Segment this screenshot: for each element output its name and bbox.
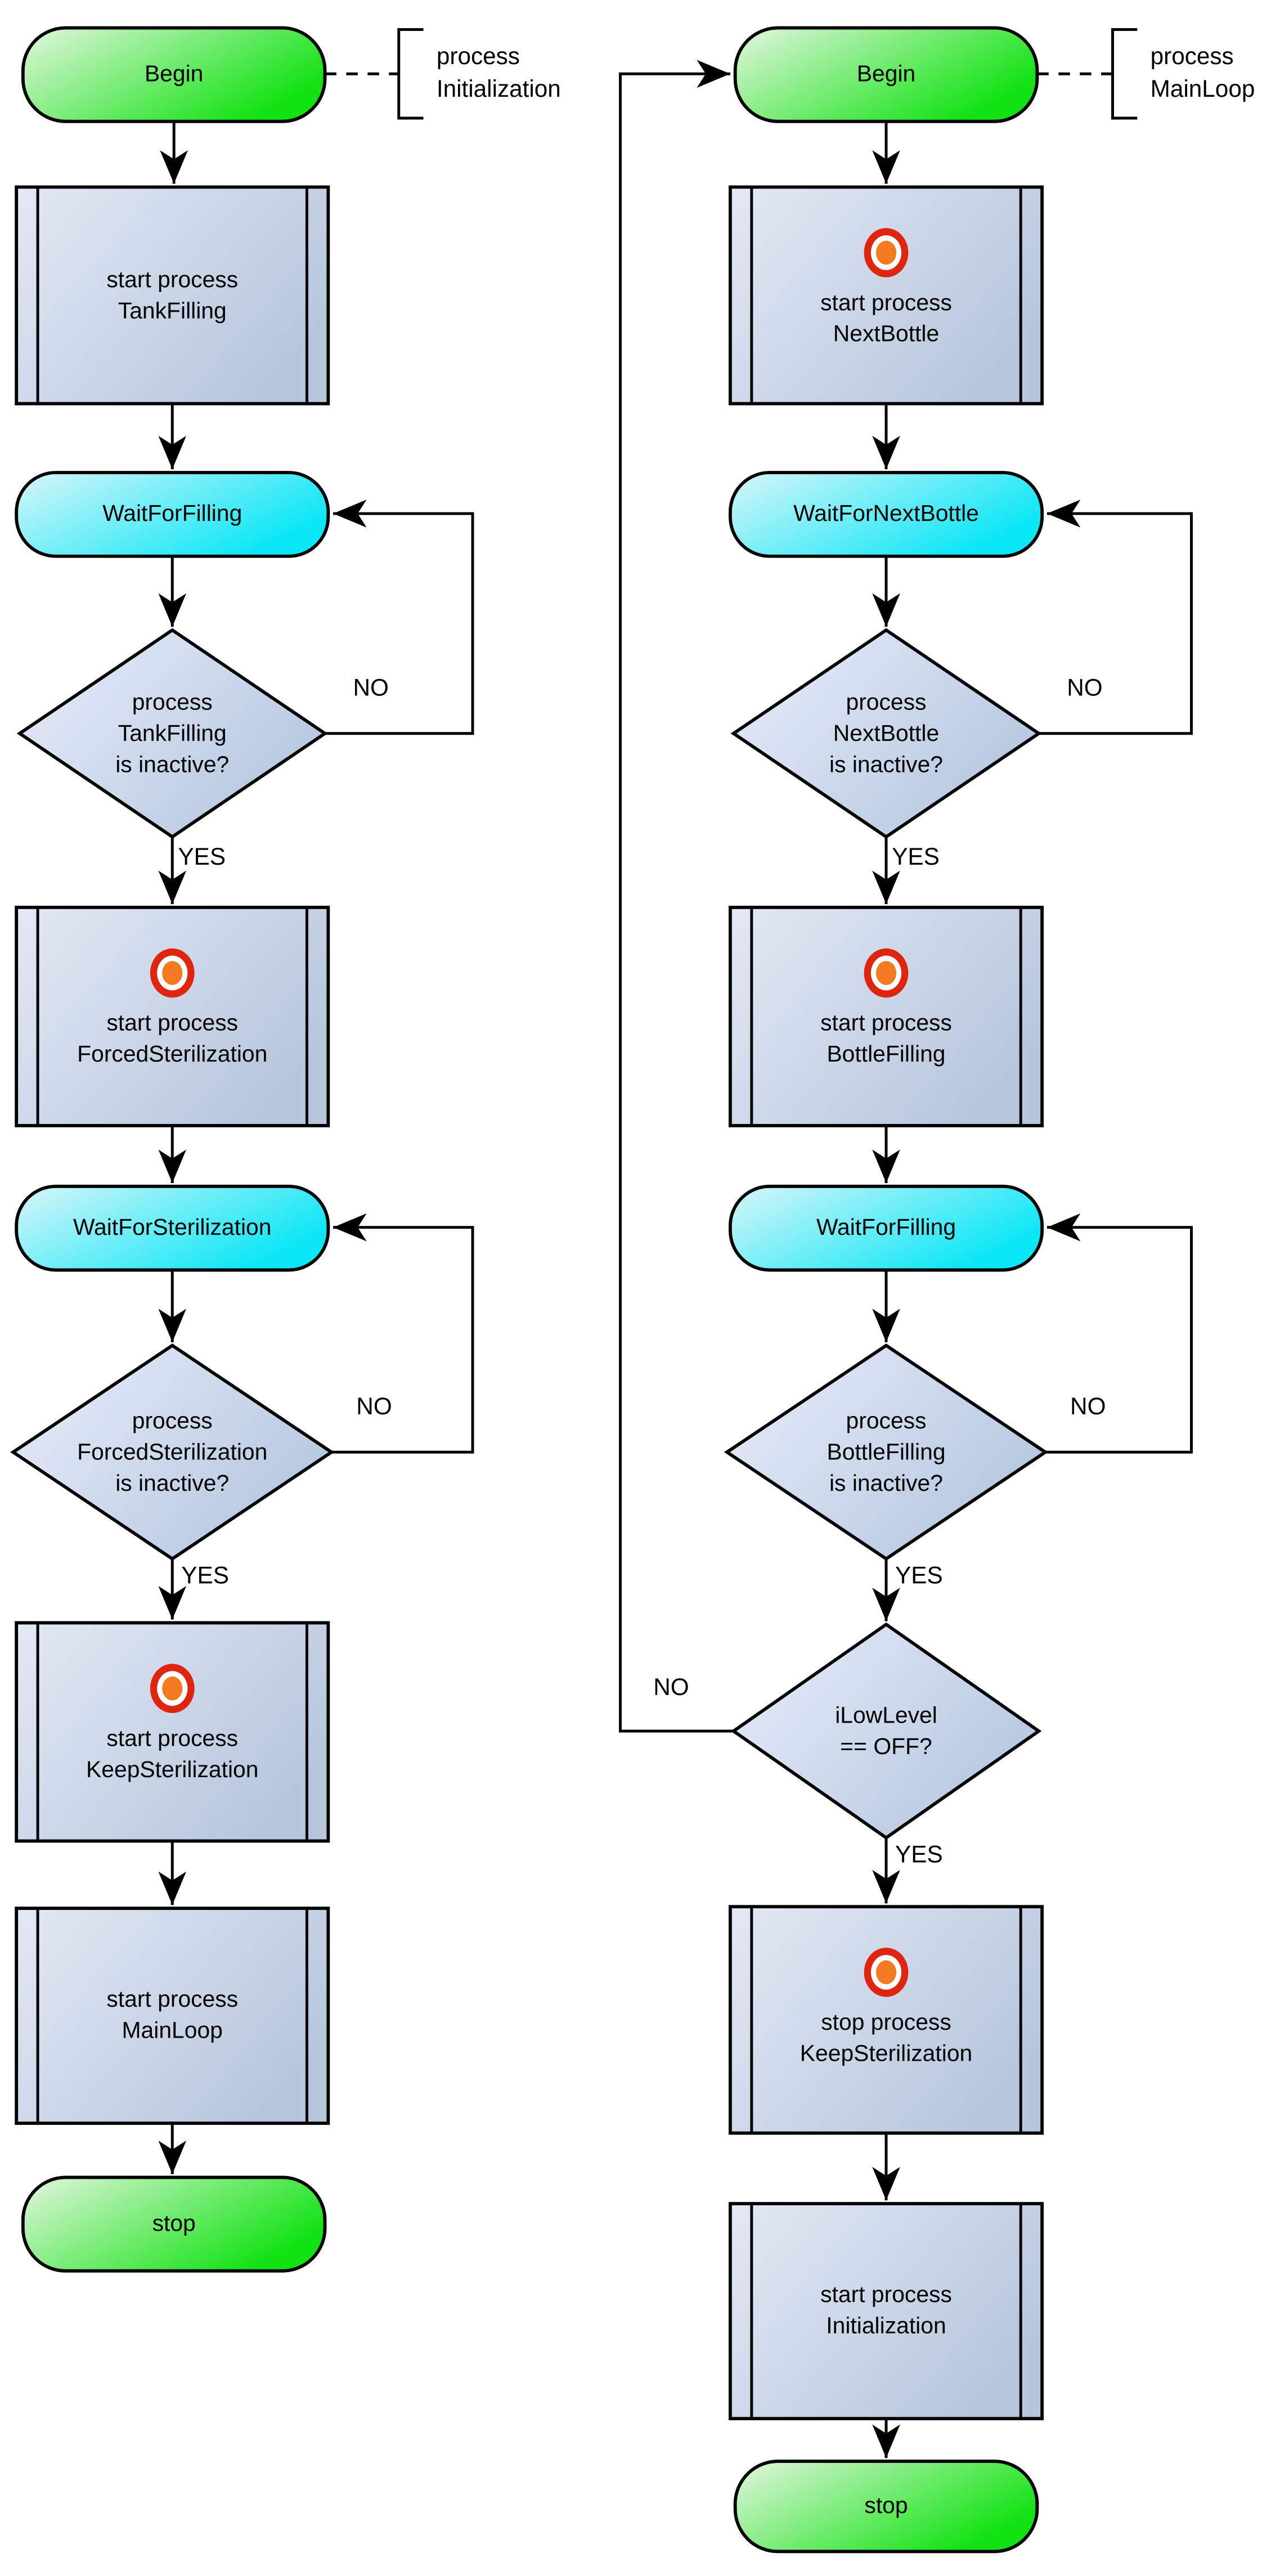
node-stop-main — [733, 2460, 1039, 2553]
node-start-forcedsterilization — [15, 906, 330, 1127]
node-waitforfilling-init — [15, 471, 330, 558]
node-decision-tankfilling-inactive — [16, 628, 328, 839]
node-start-bottlefilling — [729, 906, 1044, 1127]
node-decision-forcedsterilization-inactive — [10, 1343, 335, 1561]
node-begin-init — [21, 26, 327, 123]
node-waitfornextbottle — [729, 471, 1044, 558]
edges-initialization — [158, 28, 474, 2174]
node-decision-bottlefilling-inactive — [724, 1343, 1049, 1561]
column-initialization — [10, 26, 474, 2273]
node-start-mainloop — [15, 1907, 330, 2125]
node-waitforsterilization — [15, 1184, 330, 1272]
node-decision-nextbottle-inactive — [730, 628, 1042, 839]
node-decision-ilowlevel-off — [730, 1622, 1042, 1840]
record-icon — [864, 1948, 909, 1997]
node-stop-keepsterilization — [729, 1905, 1044, 2135]
node-waitforfilling-main — [729, 1184, 1044, 1272]
record-icon — [150, 948, 195, 998]
node-start-tankfilling — [15, 185, 330, 406]
edge-no-loop-forcedsterilization — [331, 1213, 474, 1454]
edge-no-loop-nextbottle — [1039, 500, 1193, 735]
column-mainloop — [619, 26, 1193, 2553]
annotation-bracket-mainloop — [1111, 28, 1138, 120]
record-icon — [150, 1664, 195, 1714]
edge-no-loop-ilowlevel-to-begin — [619, 60, 734, 1733]
record-icon — [864, 228, 909, 277]
node-start-keepsterilization — [15, 1621, 330, 1843]
node-start-initialization — [729, 2202, 1044, 2421]
node-begin-main — [733, 26, 1039, 123]
annotation-bracket-init — [397, 28, 424, 120]
edge-no-loop-tankfilling — [325, 500, 474, 735]
record-icon — [864, 948, 909, 998]
node-start-nextbottle — [729, 185, 1044, 406]
edges-mainloop — [619, 28, 1193, 2458]
node-stop-init — [21, 2175, 327, 2273]
edge-no-loop-bottlefilling — [1045, 1213, 1193, 1454]
